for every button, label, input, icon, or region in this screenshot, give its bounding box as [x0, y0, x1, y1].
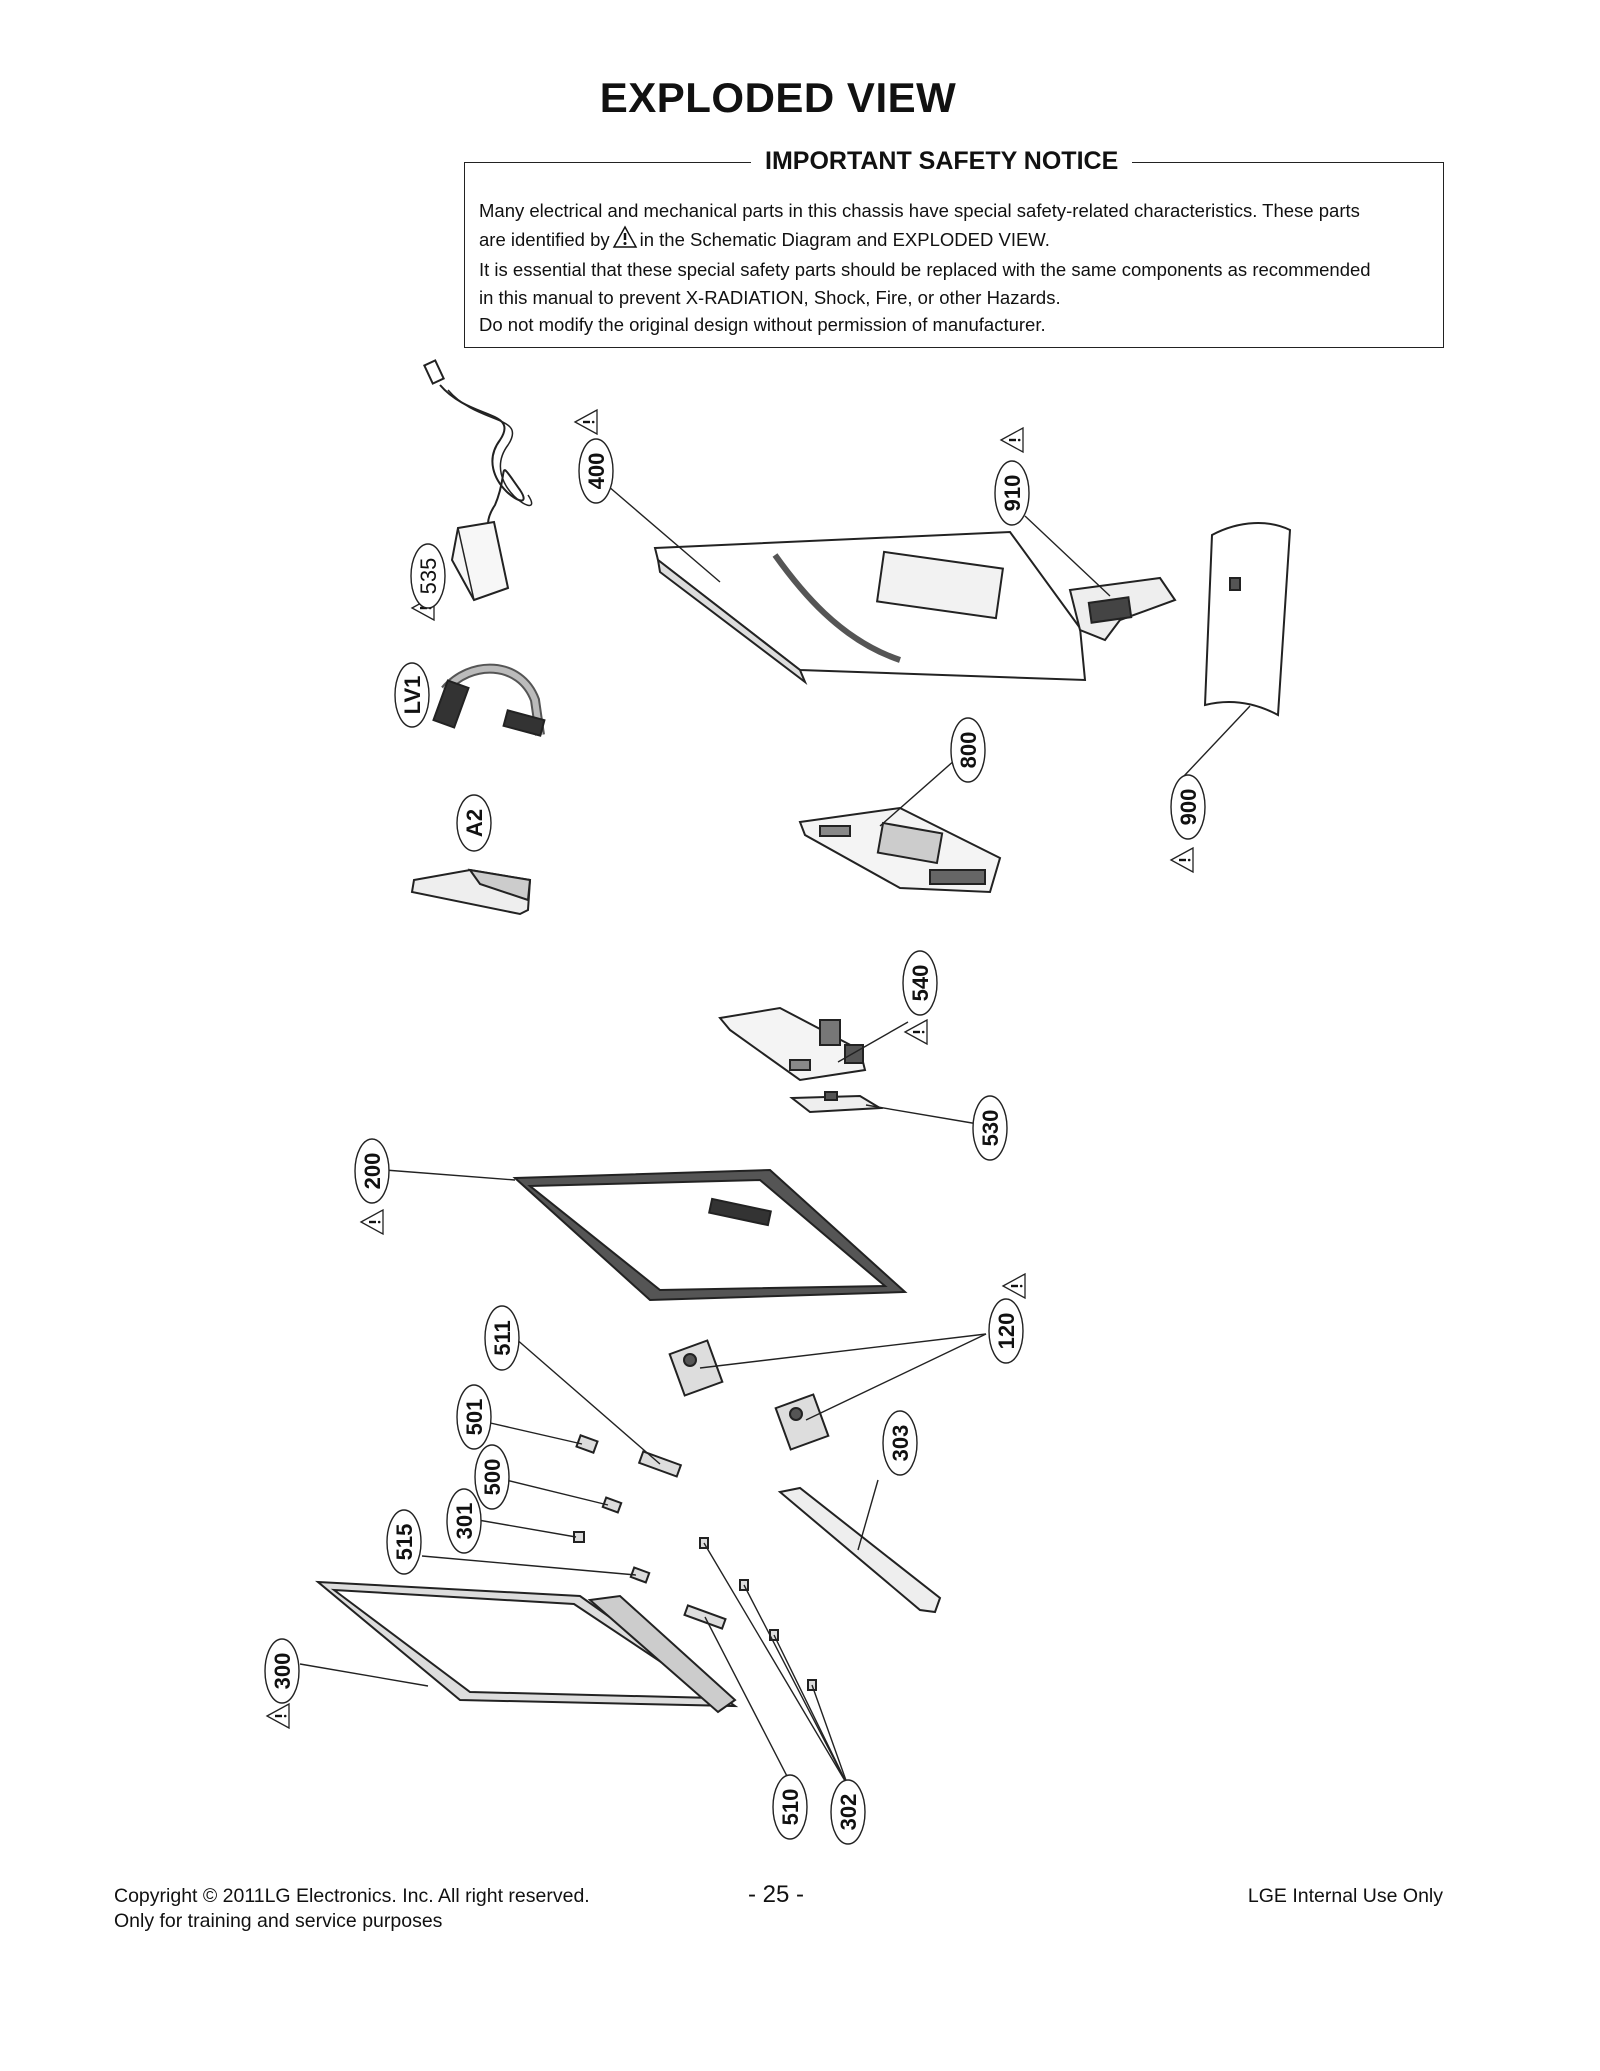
- svg-text:303: 303: [888, 1425, 913, 1462]
- svg-text:300: 300: [270, 1653, 295, 1690]
- callout-511: 511: [484, 1305, 520, 1371]
- part-515: [629, 1566, 651, 1584]
- svg-text:501: 501: [462, 1399, 487, 1436]
- warning-icon-120: [1001, 1272, 1027, 1300]
- part-400-back-cover: [653, 530, 1087, 686]
- callout-800: 800: [950, 717, 986, 783]
- footer-purpose: Only for training and service purposes: [114, 1910, 443, 1932]
- svg-text:500: 500: [480, 1459, 505, 1496]
- warning-icon-300: [265, 1702, 291, 1730]
- svg-text:120: 120: [994, 1313, 1019, 1350]
- svg-text:800: 800: [956, 732, 981, 769]
- warning-icon-200: [359, 1208, 385, 1236]
- part-lv1-cable: [432, 663, 546, 737]
- svg-text:535: 535: [416, 558, 441, 595]
- part-501: [575, 1434, 599, 1454]
- callout-lv1: LV1: [394, 662, 430, 728]
- part-302-clips: [699, 1537, 817, 1691]
- footer-left: Copyright © 2011LG Electronics. Inc. All…: [114, 1884, 590, 1934]
- part-200-chassis-frame: [512, 1168, 908, 1302]
- part-303-bar: [777, 1486, 942, 1614]
- callout-303: 303: [882, 1410, 918, 1476]
- part-300-front-bezel: [315, 1580, 739, 1714]
- warning-icon-910: [999, 426, 1025, 454]
- safety-notice-box: IMPORTANT SAFETY NOTICE Many electrical …: [464, 147, 1444, 348]
- callout-530: 530: [972, 1095, 1008, 1161]
- warning-icon-900: [1169, 846, 1195, 874]
- callout-501: 501: [456, 1384, 492, 1450]
- svg-text:530: 530: [978, 1110, 1003, 1147]
- part-900-stand-cover: [1203, 522, 1292, 717]
- part-535-ac-adapter: [423, 359, 533, 602]
- svg-text:200: 200: [360, 1153, 385, 1190]
- safety-notice-heading: IMPORTANT SAFETY NOTICE: [751, 147, 1133, 176]
- part-800-main-board: [798, 806, 1002, 894]
- notice-line-2b: in the Schematic Diagram and EXPLODED VI…: [639, 228, 1050, 250]
- part-a2-remote-control: [410, 868, 532, 916]
- callout-a2: A2: [456, 794, 492, 852]
- notice-line-5: Do not modify the original design withou…: [479, 314, 1046, 335]
- notice-line-1: Many electrical and mechanical parts in …: [479, 200, 1360, 221]
- footer-copyright: Copyright © 2011LG Electronics. Inc. All…: [114, 1885, 590, 1907]
- notice-line-3: It is essential that these special safet…: [479, 259, 1371, 280]
- footer-internal-use: LGE Internal Use Only: [1247, 1885, 1443, 1907]
- warning-icon-400: [573, 408, 599, 436]
- svg-text:A2: A2: [462, 809, 487, 837]
- svg-text:302: 302: [836, 1794, 861, 1831]
- warning-icon-540: [903, 1018, 929, 1046]
- notice-line-2a: are identified by: [479, 228, 610, 250]
- svg-text:400: 400: [584, 453, 609, 490]
- callout-120: 120: [988, 1298, 1024, 1364]
- part-callouts: 535 LV1 A2 400 910 900 800 540: [264, 438, 1206, 1845]
- svg-text:301: 301: [452, 1503, 477, 1540]
- warning-triangle-icon: [612, 224, 638, 257]
- svg-text:910: 910: [1000, 475, 1025, 512]
- page-number: - 25 -: [748, 1881, 805, 1908]
- callout-302: 302: [830, 1779, 866, 1845]
- svg-text:LV1: LV1: [400, 676, 425, 715]
- notice-line-4: in this manual to prevent X-RADIATION, S…: [479, 286, 1061, 308]
- part-530-sub-board: [789, 1091, 884, 1114]
- callout-900: 900: [1170, 774, 1206, 840]
- part-500: [601, 1496, 623, 1514]
- svg-text:511: 511: [490, 1320, 515, 1356]
- callout-535: 535: [410, 543, 446, 609]
- callout-910: 910: [994, 460, 1030, 526]
- callout-400: 400: [578, 438, 614, 504]
- svg-text:510: 510: [778, 1789, 803, 1826]
- callout-540: 540: [902, 950, 938, 1016]
- svg-text:900: 900: [1176, 789, 1201, 826]
- callout-301: 301: [446, 1488, 482, 1554]
- notice-line-2: are identified by in the Schematic Diagra…: [479, 224, 1429, 257]
- leader-lines: [299, 485, 1251, 1787]
- callout-200: 200: [354, 1138, 390, 1204]
- callout-515: 515: [386, 1509, 422, 1575]
- callout-510: 510: [772, 1774, 808, 1840]
- callout-300: 300: [264, 1638, 300, 1704]
- svg-text:540: 540: [908, 965, 933, 1002]
- part-120-speakers: [668, 1339, 830, 1451]
- page-title: EXPLODED VIEW: [599, 74, 957, 121]
- safety-notice-body: Many electrical and mechanical parts in …: [479, 197, 1429, 339]
- callout-500: 500: [474, 1444, 510, 1510]
- part-540-power-board: [718, 1006, 867, 1082]
- svg-text:515: 515: [392, 1524, 417, 1561]
- part-910-bracket: [1068, 576, 1177, 642]
